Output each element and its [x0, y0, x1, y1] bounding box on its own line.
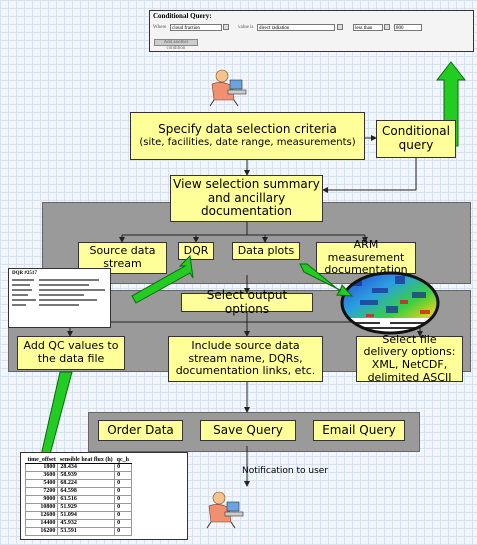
file-delivery-options-label: Select file delivery options: XML, NetCD…: [363, 332, 456, 384]
specify-criteria-title: Specify data selection criteria: [158, 122, 337, 137]
email-query-label: Email Query: [322, 422, 396, 437]
threshold-input[interactable]: 800: [394, 24, 422, 31]
source-data-stream-label: Source data stream: [89, 244, 156, 270]
dqr-document-title: DQR #2517: [12, 271, 37, 276]
dqr-document-thumbnail: DQR #2517: [8, 268, 111, 328]
source-data-stream-box: Source data stream: [78, 242, 167, 274]
dqr-box: DQR: [178, 242, 214, 260]
arm-documentation-box: ARM measurement documentation: [316, 238, 416, 277]
conditional-query-box: Conditional query: [376, 120, 456, 158]
comparison-measurement-select[interactable]: direct radiation: [257, 24, 335, 31]
order-data-box: Order Data: [98, 420, 183, 441]
save-query-box: Save Query: [200, 420, 296, 441]
select-output-options-label: Select output options: [206, 287, 288, 316]
data-table-thumbnail: time_offset sensible heat flux (h) qc_h …: [20, 452, 188, 540]
view-selection-box: View selection summary and ancillary doc…: [170, 175, 323, 222]
chevron-down-icon[interactable]: [384, 24, 390, 30]
conditional-query-label: Conditional query: [382, 124, 450, 152]
specify-criteria-detail: (site, facilities, date range, measureme…: [139, 137, 356, 149]
add-condition-button[interactable]: Add another condition: [154, 39, 198, 51]
email-query-box: Email Query: [313, 420, 405, 441]
measurement-select[interactable]: cloud fraction: [170, 24, 222, 31]
chevron-down-icon[interactable]: [223, 24, 229, 30]
save-query-label: Save Query: [213, 422, 283, 437]
data-plots-label: Data plots: [237, 243, 295, 257]
view-selection-label: View selection summary and ancillary doc…: [173, 176, 320, 219]
arm-documentation-label: ARM measurement documentation: [324, 238, 408, 277]
dqr-label: DQR: [183, 243, 209, 257]
select-output-options-box: Select output options: [181, 288, 313, 315]
value-is-label: value is: [238, 25, 254, 30]
include-source-box: Include source data stream name, DQRs, d…: [168, 336, 323, 382]
operator-select[interactable]: less than: [353, 24, 383, 31]
conditional-query-title: Conditional Query:: [153, 12, 212, 20]
include-source-label: Include source data stream name, DQRs, d…: [175, 339, 316, 378]
notification-label: Notification to user: [242, 466, 329, 476]
file-delivery-options-box: Select file delivery options: XML, NetCD…: [356, 332, 463, 384]
add-qc-values-box: Add QC values to the data file: [17, 336, 125, 370]
data-table: time_offset sensible heat flux (h) qc_h …: [24, 457, 132, 536]
where-label: Where: [153, 25, 167, 30]
chevron-down-icon[interactable]: [337, 24, 343, 30]
specify-criteria-box: Specify data selection criteria (site, f…: [130, 112, 365, 160]
data-plots-box: Data plots: [232, 242, 300, 260]
add-qc-values-label: Add QC values to the data file: [23, 339, 119, 365]
conditional-query-form: Conditional Query: Where cloud fraction …: [149, 10, 474, 52]
order-data-label: Order Data: [107, 422, 174, 437]
